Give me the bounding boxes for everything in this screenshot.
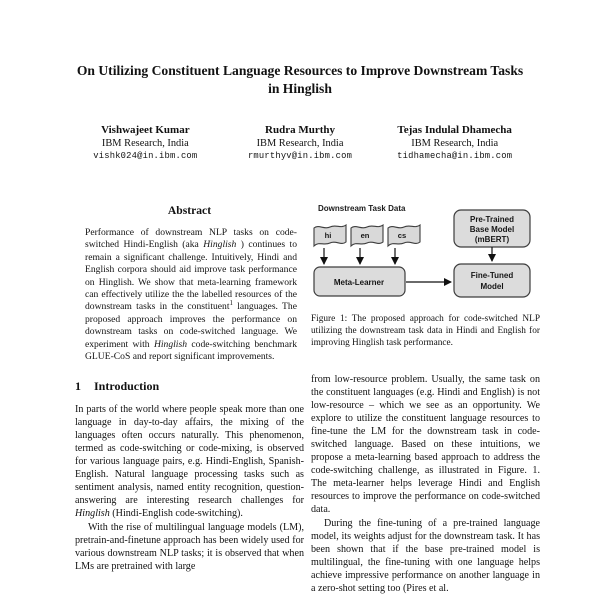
paragraph-seg: In parts of the world where people speak… xyxy=(75,404,304,507)
author-name: Vishwajeet Kumar xyxy=(101,124,190,136)
paper-title: On Utilizing Constituent Language Resour… xyxy=(76,63,524,96)
footnote-marker: 1 xyxy=(229,300,233,308)
paragraph-seg: (Hindi-English code-switching). xyxy=(109,508,243,520)
author-name: Tejas Indulal Dhamecha xyxy=(397,124,512,136)
flag-en: en xyxy=(350,223,384,248)
section-heading-introduction: 1 Introduction xyxy=(75,379,304,394)
figure-data-label: Downstream Task Data xyxy=(318,204,406,213)
author-1: Vishwajeet Kumar IBM Research, India vis… xyxy=(68,124,223,163)
document-shape-icon xyxy=(350,223,384,248)
section-number: 1 xyxy=(75,379,81,394)
author-email: vishk024@in.ibm.com xyxy=(93,151,198,161)
author-name: Rudra Murthy xyxy=(265,124,335,136)
column2-paragraph-1: from low-resource problem. Usually, the … xyxy=(311,373,540,515)
svg-text:Base Model: Base Model xyxy=(470,225,514,234)
section-title: Introduction xyxy=(94,379,160,394)
author-3: Tejas Indulal Dhamecha IBM Research, Ind… xyxy=(377,124,532,163)
svg-text:Fine-Tuned: Fine-Tuned xyxy=(471,271,514,280)
left-column: Abstract Performance of downstream NLP t… xyxy=(75,200,304,600)
right-column: Downstream Task Data hi en cs Meta-L xyxy=(311,198,540,600)
svg-text:Model: Model xyxy=(480,282,503,291)
svg-text:(mBERT): (mBERT) xyxy=(475,235,510,244)
abstract-heading: Abstract xyxy=(167,204,212,217)
document-shape-icon xyxy=(387,223,421,248)
document-shape-icon xyxy=(313,223,347,248)
abstract-seg: languages. The proposed approach improve… xyxy=(85,301,297,350)
svg-text:Meta-Learner: Meta-Learner xyxy=(334,278,384,287)
intro-paragraph-2: With the rise of multilingual language m… xyxy=(75,522,304,573)
svg-text:hi: hi xyxy=(325,231,332,240)
abstract-text: Performance of downstream NLP tasks on c… xyxy=(85,227,297,363)
abstract-seg: code-switching benchmark GLUE-CoS and re… xyxy=(85,338,297,363)
column2-paragraph-2: During the fine-tuning of a pre-trained … xyxy=(311,517,540,594)
figure-1: Downstream Task Data hi en cs Meta-L xyxy=(311,198,540,350)
svg-text:Pre-Trained: Pre-Trained xyxy=(470,215,514,224)
abstract-seg: ) continues to remain a significant chal… xyxy=(85,239,298,313)
intro-paragraph-1: In parts of the world where people speak… xyxy=(75,403,304,520)
author-affiliation: IBM Research, India xyxy=(411,138,499,149)
author-email: tidhamecha@in.ibm.com xyxy=(397,151,513,161)
figure-1-diagram: Downstream Task Data hi en cs Meta-L xyxy=(313,204,531,298)
figure-caption: Figure 1: The proposed approach for code… xyxy=(311,314,540,349)
finetuned-model-node xyxy=(453,263,531,298)
svg-text:cs: cs xyxy=(398,231,406,240)
abstract-seg: Performance of downstream NLP tasks on c… xyxy=(85,227,297,251)
italic-term: Hinglish xyxy=(75,508,110,520)
author-affiliation: IBM Research, India xyxy=(256,138,344,149)
abstract-italic-term: Hinglish xyxy=(203,239,237,251)
author-affiliation: IBM Research, India xyxy=(101,138,189,149)
author-email: rmurthyv@in.ibm.com xyxy=(247,151,353,161)
abstract-italic-term: Hinglish xyxy=(153,338,188,350)
author-block: Vishwajeet Kumar IBM Research, India vis… xyxy=(68,124,532,163)
flag-hi: hi xyxy=(313,223,347,248)
meta-learner-node xyxy=(313,266,406,297)
author-2: Rudra Murthy IBM Research, India rmurthy… xyxy=(223,124,378,163)
flag-cs: cs xyxy=(387,223,421,248)
svg-text:en: en xyxy=(361,231,370,240)
